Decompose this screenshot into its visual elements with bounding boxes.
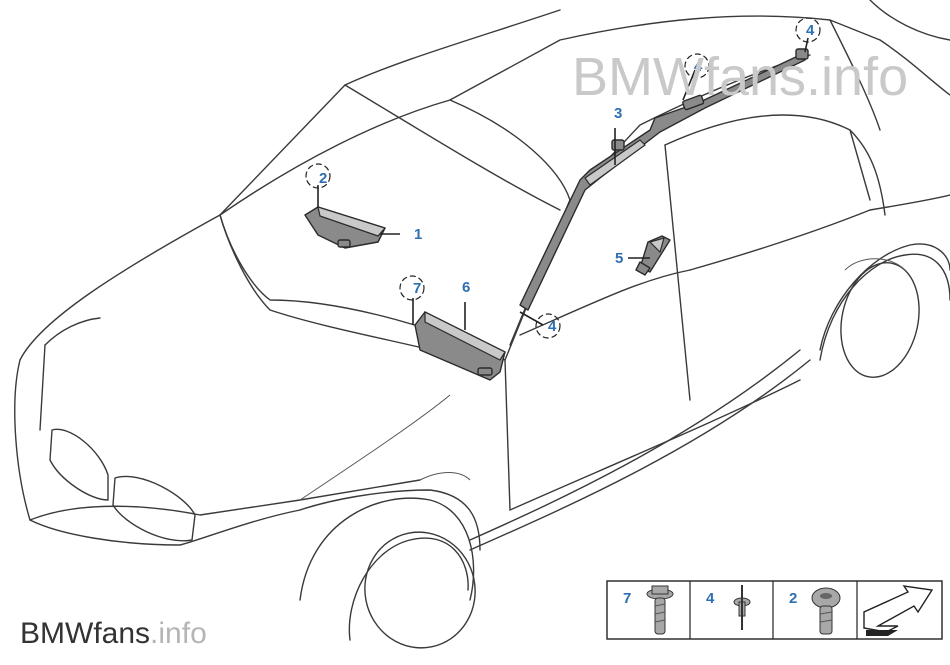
torx-screw-icon	[811, 587, 841, 635]
callout-6: 6	[462, 279, 470, 296]
screw-washer-icon	[646, 585, 674, 635]
leader-lines	[317, 37, 809, 330]
callout-3: 3	[614, 105, 622, 122]
callout-4-roof: 4	[694, 58, 703, 75]
legend-num-7: 7	[623, 590, 631, 607]
callout-7: 7	[413, 280, 421, 297]
watermark-top: BMWfans.info	[572, 47, 908, 107]
knee-airbag-part[interactable]	[414, 311, 506, 381]
callout-circles	[305, 17, 821, 339]
legend-num-2: 2	[789, 590, 797, 607]
fastener-legend: 7 4 2	[606, 580, 943, 640]
side-airbag-part[interactable]	[635, 235, 671, 276]
callout-2: 2	[319, 170, 327, 187]
direction-arrow-icon	[863, 585, 934, 636]
callout-4-pillar: 4	[548, 318, 557, 335]
callout-5: 5	[615, 250, 623, 267]
watermark-bottom: BMWfans.info	[20, 617, 207, 650]
callout-1: 1	[414, 226, 422, 243]
passenger-airbag-part[interactable]	[304, 206, 387, 249]
rivet-icon	[733, 585, 751, 630]
callout-4-rear: 4	[806, 22, 815, 39]
legend-num-4: 4	[706, 590, 715, 607]
